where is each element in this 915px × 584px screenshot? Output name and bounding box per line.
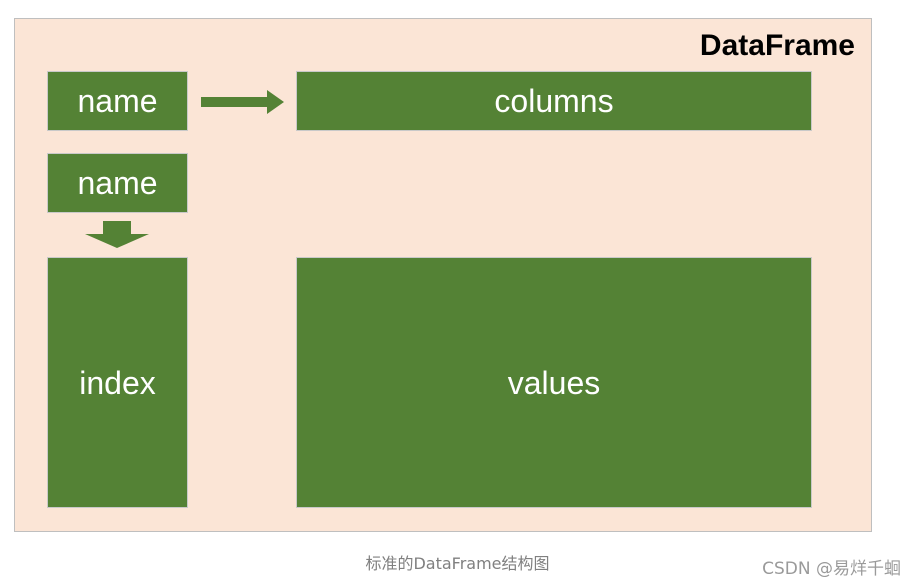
figure-caption: 标准的DataFrame结构图 bbox=[365, 554, 550, 573]
columns-box: columns bbox=[296, 71, 812, 131]
index-label: index bbox=[79, 364, 156, 401]
dataframe-title: DataFrame bbox=[699, 29, 855, 62]
dataframe-frame: DataFrame name columns name index values bbox=[14, 18, 872, 532]
index-name-label: name bbox=[77, 165, 158, 201]
watermark: CSDN @易烊千蛔 bbox=[762, 559, 901, 579]
index-name-box: name bbox=[47, 153, 188, 213]
arrow-right-icon bbox=[201, 90, 284, 114]
values-label: values bbox=[507, 364, 601, 401]
arrow-down-icon bbox=[85, 221, 149, 248]
columns-name-label: name bbox=[77, 83, 158, 119]
columns-label: columns bbox=[494, 83, 614, 119]
values-box: values bbox=[296, 257, 812, 508]
columns-name-box: name bbox=[47, 71, 188, 131]
index-box: index bbox=[47, 257, 188, 508]
